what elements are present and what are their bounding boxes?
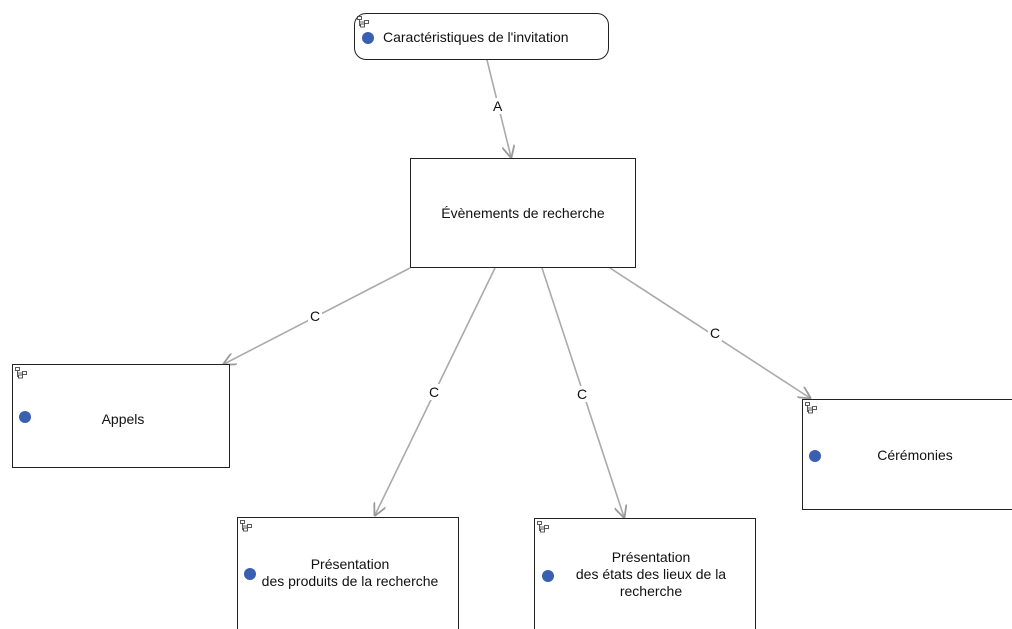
structure-icon [240,520,252,532]
node-dot-icon [19,411,31,423]
node-evenements-recherche[interactable]: Évènements de recherche [410,158,636,268]
node-ceremonies[interactable]: Cérémonies [802,399,1012,510]
node-label: Présentation des états des lieux de la r… [575,549,727,599]
structure-icon [537,521,549,533]
node-dot-icon [362,32,374,44]
node-caracteristiques-invitation[interactable]: Caractéristiques de l'invitation [354,13,609,60]
edge-label-a: A [491,98,505,114]
node-appels[interactable]: Appels [12,364,230,468]
edge-label-c-ceremonies: C [708,325,723,341]
structure-icon [15,367,27,379]
node-presentation-etats[interactable]: Présentation des états des lieux de la r… [534,518,756,629]
node-label: Appels [101,411,145,427]
node-label: Évènements de recherche [441,205,605,221]
node-dot-icon [542,570,554,582]
node-dot-icon [244,568,256,580]
node-label: Présentation des produits de la recherch… [261,556,439,589]
structure-icon [805,402,817,414]
node-presentation-produits[interactable]: Présentation des produits de la recherch… [237,517,459,629]
edge-label-c-etats: C [575,386,590,402]
node-dot-icon [809,450,821,462]
node-label: Cérémonies [877,447,953,463]
structure-icon [357,16,369,28]
edge-label-c-appels: C [308,308,323,324]
edge-label-c-produits: C [427,384,442,400]
node-label: Caractéristiques de l'invitation [383,29,569,45]
